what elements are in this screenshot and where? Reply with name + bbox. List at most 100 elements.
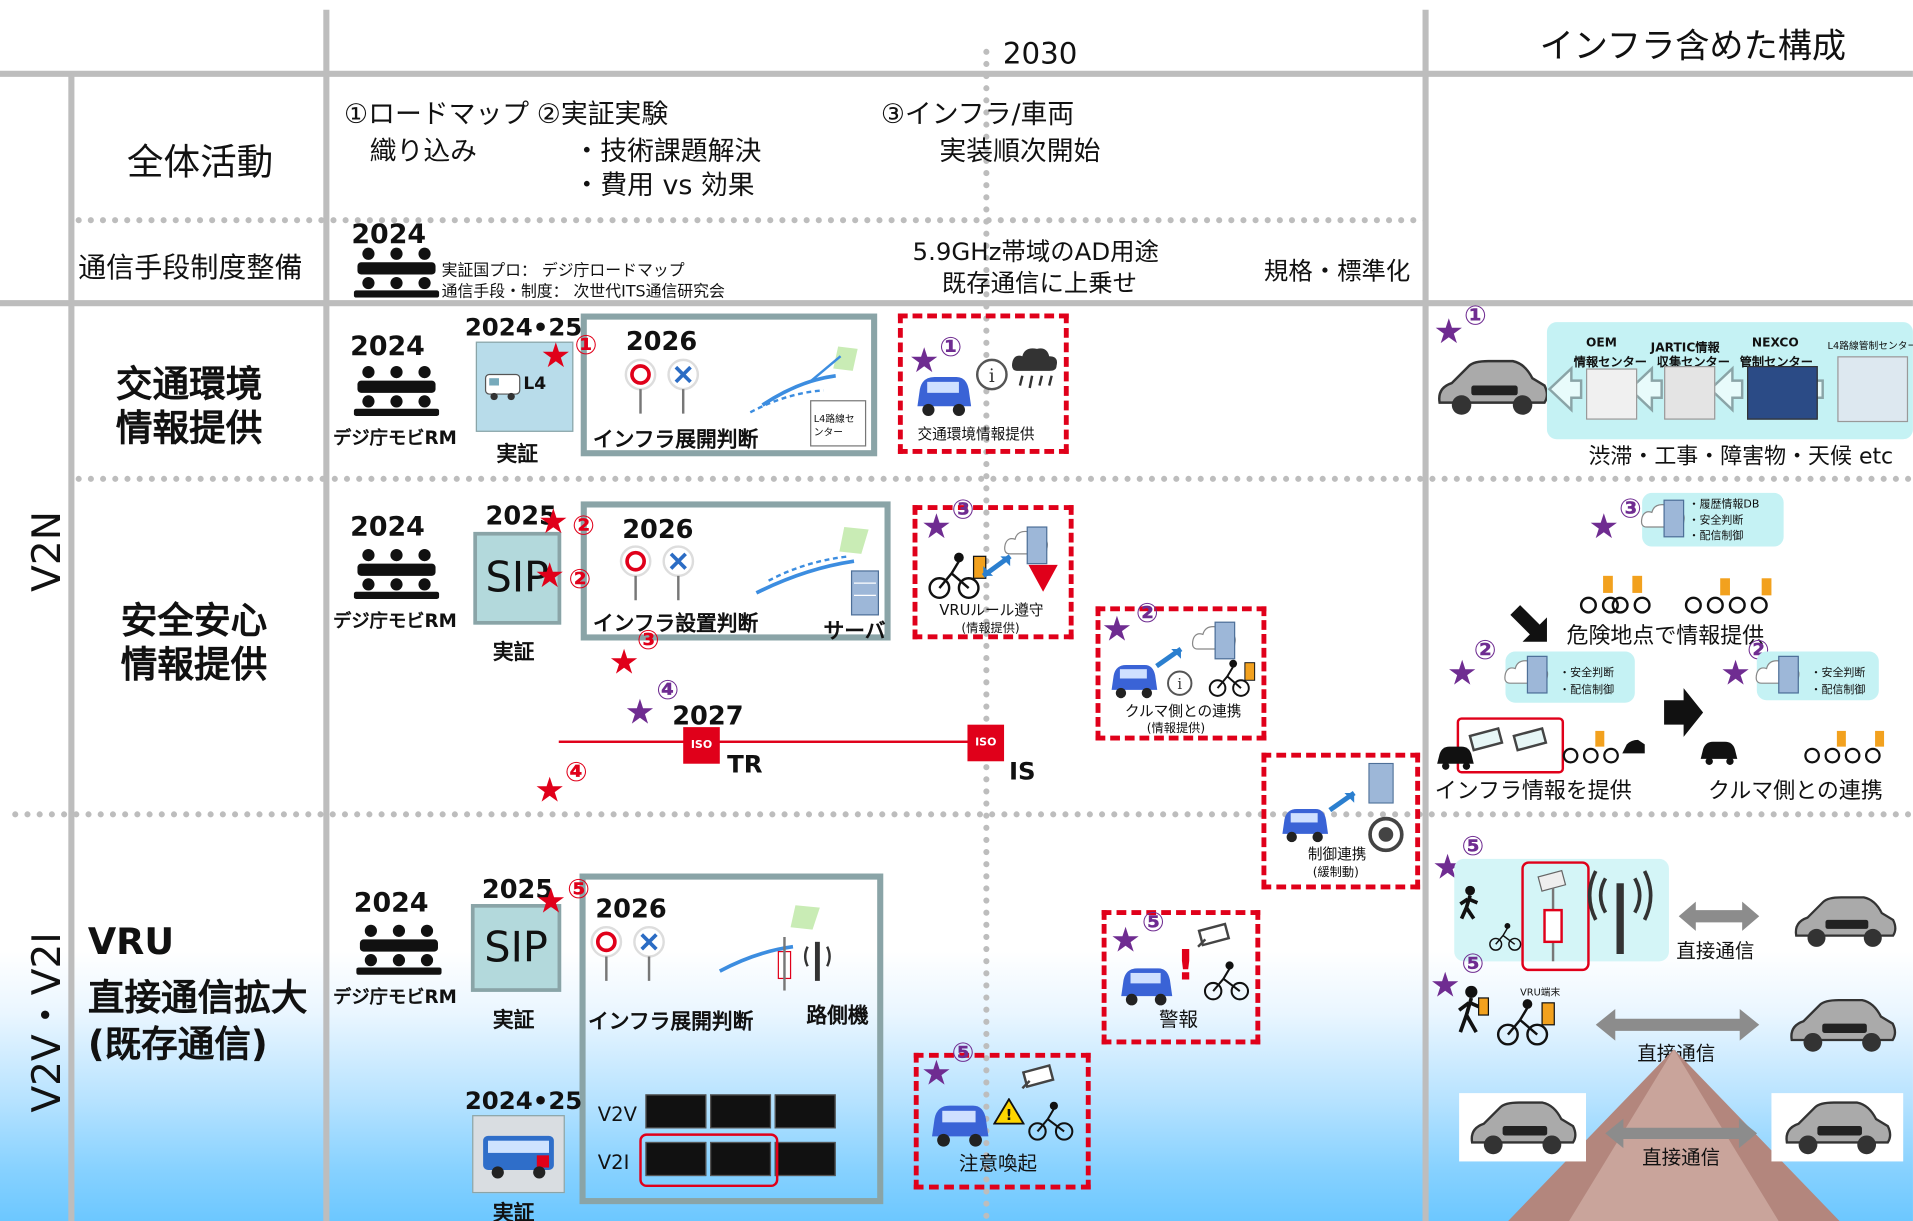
bullet-2a-1: ・安全判断 bbox=[1559, 667, 1615, 680]
row-label-vru-2: 直接通信拡大 bbox=[87, 977, 308, 1020]
scenario-car-link-sub: (情報提供) bbox=[1146, 722, 1206, 736]
direct-comm-label-1: 直接通信 bbox=[1676, 939, 1755, 963]
server-icon bbox=[850, 570, 880, 616]
double-arrow-icon bbox=[1678, 901, 1760, 931]
cyclist-icon bbox=[1804, 730, 1885, 764]
roadside-unit-icon bbox=[1537, 869, 1567, 962]
safety-sip-box: SIP bbox=[473, 531, 562, 625]
server-cloud-icon bbox=[1191, 621, 1236, 660]
activity-3-line1: ③インフラ/車両 bbox=[880, 100, 1075, 131]
pedestrian-icon bbox=[1459, 885, 1479, 920]
scenario-control-sub: (緩制動) bbox=[1312, 866, 1359, 880]
bullet-3-3: ・配信制御 bbox=[1688, 530, 1744, 543]
marker-r5b: ⑤ bbox=[1461, 949, 1485, 980]
cyclist-icon bbox=[1562, 730, 1645, 764]
row-label-traffic-2: 情報提供 bbox=[115, 407, 263, 451]
axis-label-v2n: V2N bbox=[23, 511, 70, 592]
cyclist-icon bbox=[1684, 578, 1772, 614]
arrow-down-right-icon bbox=[1510, 605, 1547, 642]
vru-year-2024-25: 2024•25 bbox=[464, 1085, 583, 1116]
server-cloud-icon bbox=[1504, 655, 1549, 694]
activity-2-line3: ・費用 vs 効果 bbox=[573, 170, 755, 202]
stop-sign-icon bbox=[1028, 564, 1058, 592]
marker-1-red: ① bbox=[574, 330, 598, 362]
center-oem: OEM bbox=[1586, 336, 1617, 351]
star-purple-5a: ★ bbox=[1110, 919, 1141, 961]
grid-hline-top bbox=[0, 70, 1913, 77]
vru-rm-label: デジ庁モビRM bbox=[333, 985, 457, 1008]
star-red-5: ★ bbox=[535, 880, 567, 922]
iso-badge-tr: ISO bbox=[683, 727, 720, 764]
center-nexco: NEXCO bbox=[1751, 336, 1799, 351]
safety-judge-box bbox=[580, 501, 891, 641]
vru-year-2024: 2024 bbox=[353, 888, 429, 919]
safety-server-label: サーバ bbox=[823, 619, 886, 645]
ok-ng-signs-icon bbox=[619, 545, 695, 601]
arrow-right-icon bbox=[1664, 688, 1704, 737]
safety-judge-label: インフラ設置判断 bbox=[592, 612, 759, 637]
star-red-2b: ★ bbox=[534, 555, 565, 596]
iso-badge-is: ISO bbox=[967, 724, 1005, 762]
iso-tr-label: TR bbox=[727, 749, 763, 779]
cyclist-phone-icon bbox=[928, 552, 987, 600]
row-label-traffic-1: 交通環境 bbox=[115, 363, 263, 407]
marker-r1: ① bbox=[1464, 301, 1487, 332]
iso-timeline-line bbox=[558, 740, 986, 743]
year-2030-line bbox=[983, 48, 990, 1220]
marker-r2a: ② bbox=[1473, 635, 1497, 667]
gray-car-icon bbox=[1794, 896, 1897, 947]
traffic-rm-label: デジ庁モビRM bbox=[333, 427, 457, 449]
gray-car-icon bbox=[1785, 1101, 1892, 1155]
traffic-year-2026: 2026 bbox=[625, 326, 698, 357]
scenario-caution-label: 注意喚起 bbox=[958, 1151, 1038, 1175]
cyclists-group-icon bbox=[1579, 575, 1651, 614]
star-purple-r2a: ★ bbox=[1446, 652, 1478, 693]
bullet-3-1: ・履歴情報DB bbox=[1688, 498, 1760, 512]
bus-icon bbox=[484, 373, 521, 401]
traffic-judge-box bbox=[580, 313, 878, 457]
comm-right: 規格・標準化 bbox=[1263, 256, 1411, 286]
star-purple-r1: ★ bbox=[1433, 311, 1465, 352]
warning-triangle-icon: ! bbox=[993, 1098, 1025, 1125]
row-label-overall: 全体活動 bbox=[126, 141, 274, 185]
marker-r3: ③ bbox=[1618, 494, 1642, 525]
star-purple-1: ★ bbox=[908, 340, 940, 381]
activity-1-line1: ①ロードマップ bbox=[344, 100, 530, 131]
marker-5-red: ⑤ bbox=[567, 874, 591, 906]
scenario-caution bbox=[913, 1052, 1091, 1190]
direct-comm-label-3: 直接通信 bbox=[1642, 1145, 1721, 1169]
safety-rm-label: デジ庁モビRM bbox=[333, 610, 457, 632]
arrow-icon bbox=[1155, 647, 1183, 669]
divider-vru bbox=[12, 811, 1913, 818]
vru-v2i-label: V2I bbox=[597, 1150, 630, 1174]
comm-note-2: 通信手段・制度： 次世代ITS通信研究会 bbox=[441, 283, 725, 302]
bus-image bbox=[472, 1115, 565, 1194]
car-icon bbox=[1121, 968, 1173, 1006]
gray-car-icon bbox=[1790, 998, 1897, 1052]
bus-icon bbox=[483, 1135, 554, 1179]
server-icon bbox=[1368, 762, 1394, 804]
v2i-highlight bbox=[639, 1133, 779, 1188]
v2i-thumbnail-2 bbox=[710, 1141, 772, 1177]
grid-vline-axis bbox=[68, 73, 75, 1221]
car-icon bbox=[1282, 808, 1329, 843]
safety-jissho: 実証 bbox=[492, 640, 535, 665]
v2v-thumbnail-3 bbox=[774, 1094, 836, 1129]
infra-camera-highlight bbox=[1456, 717, 1565, 774]
center-oem-sub: 情報センター bbox=[1573, 356, 1647, 370]
marker-2-purple: ② bbox=[1135, 599, 1159, 630]
center-jartic: JARTIC情報 bbox=[1650, 341, 1720, 356]
row-label-vru-1: VRU bbox=[87, 921, 175, 964]
infra-info-label: インフラ情報を提供 bbox=[1434, 778, 1632, 804]
antenna-icon bbox=[1587, 870, 1653, 955]
camera-icon bbox=[1197, 922, 1231, 948]
grid-vline-right bbox=[1422, 9, 1429, 1221]
vru-judge-label: インフラ展開判断 bbox=[588, 1010, 754, 1035]
cyclist-icon bbox=[1028, 1101, 1074, 1141]
map-screen-icon bbox=[1837, 356, 1909, 423]
gray-car-icon bbox=[1470, 1101, 1577, 1155]
vru-v2v-label: V2V bbox=[597, 1102, 637, 1127]
marker-5-purple-a: ⑤ bbox=[1141, 907, 1165, 939]
roadside-unit-icon bbox=[777, 936, 831, 991]
traffic-year-2024: 2024 bbox=[350, 331, 425, 363]
